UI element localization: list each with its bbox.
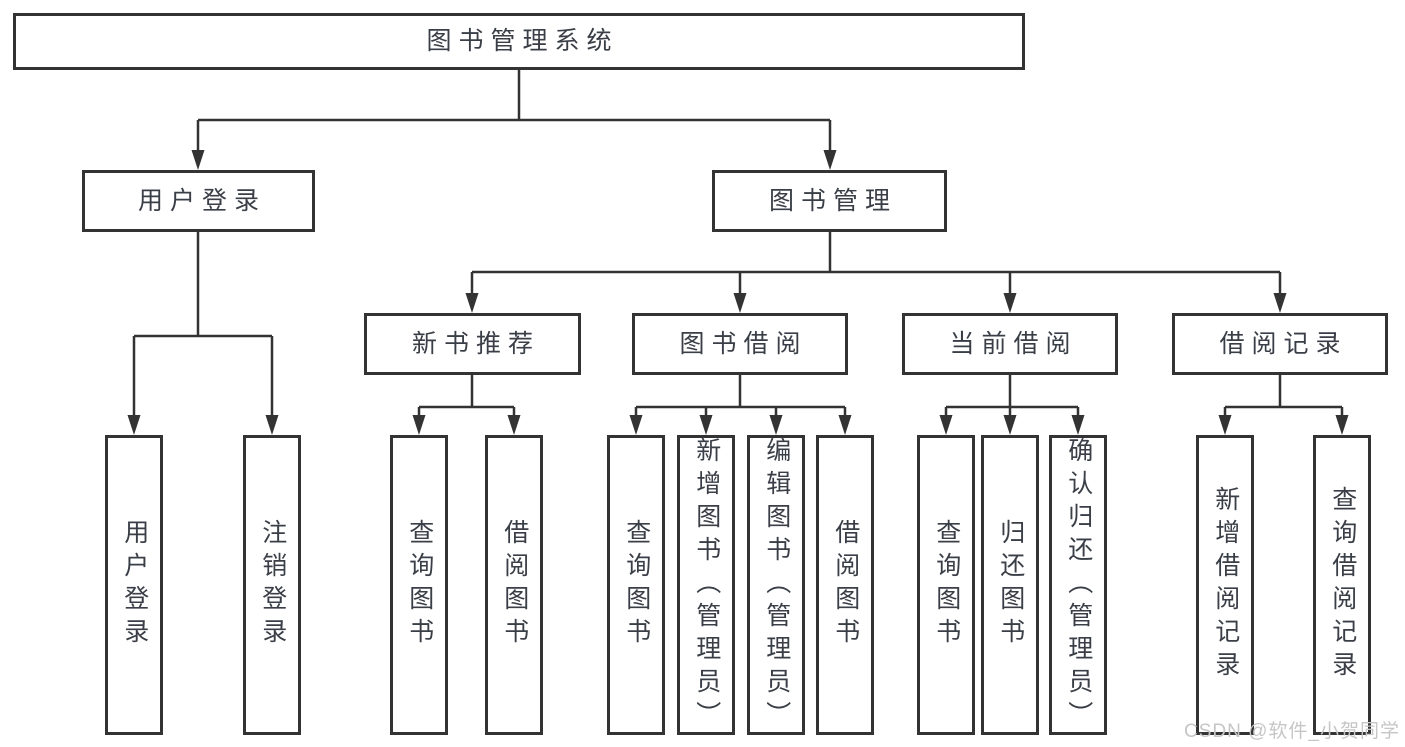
node-new-book-recommend: 新书推荐 (364, 313, 581, 375)
node-label: 查询借阅记录 (1328, 486, 1357, 684)
node-current-borrow: 当前借阅 (902, 313, 1118, 375)
leaf-edit-books-admin: 编辑图书（管理员） (747, 435, 805, 735)
node-book-management: 图书管理 (712, 170, 947, 232)
node-label: 确认归还（管理员） (1064, 436, 1093, 734)
node-label: 归还图书 (996, 519, 1025, 651)
node-library-management-system: 图书管理系统 (13, 13, 1025, 70)
node-label: 新增图书（管理员） (692, 436, 721, 734)
node-label: 查询图书 (405, 519, 434, 651)
node-label: 图书管理 (768, 186, 897, 215)
leaf-borrow-books-recommend: 借阅图书 (485, 435, 543, 735)
node-label: 查询图书 (622, 519, 651, 651)
arrowhead-icons (127, 150, 1349, 435)
node-label: 借阅图书 (500, 519, 529, 651)
node-label: 新书推荐 (411, 329, 540, 358)
leaf-query-books-recommend: 查询图书 (390, 435, 448, 735)
leaf-query-borrow-record: 查询借阅记录 (1313, 435, 1371, 735)
node-label: 查询图书 (932, 519, 961, 651)
node-label: 图书管理系统 (426, 27, 619, 55)
leaf-return-books: 归还图书 (981, 435, 1039, 735)
csdn-watermark: CSDN @软件_小贺同学 (1184, 721, 1400, 742)
leaf-borrow-books: 借阅图书 (816, 435, 874, 735)
leaf-user-login: 用户登录 (105, 435, 163, 735)
node-label: 用户登录 (137, 186, 266, 215)
node-label: 编辑图书（管理员） (762, 436, 791, 734)
node-label: 用户登录 (120, 519, 149, 651)
leaf-query-books-current: 查询图书 (917, 435, 975, 735)
node-label: 图书借阅 (679, 329, 808, 358)
node-label: 注销登录 (258, 519, 287, 651)
node-book-borrow: 图书借阅 (632, 313, 848, 375)
node-label: 借阅图书 (831, 519, 860, 651)
node-label: 当前借阅 (949, 329, 1078, 358)
leaf-add-books-admin: 新增图书（管理员） (677, 435, 735, 735)
leaf-add-borrow-record: 新增借阅记录 (1196, 435, 1254, 735)
node-borrow-records: 借阅记录 (1172, 313, 1388, 375)
leaf-confirm-return-admin: 确认归还（管理员） (1049, 435, 1107, 735)
leaf-logout: 注销登录 (243, 435, 301, 735)
node-label: 新增借阅记录 (1211, 486, 1240, 684)
node-user-login: 用户登录 (82, 170, 315, 232)
node-label: 借阅记录 (1219, 329, 1348, 358)
leaf-query-books-borrow: 查询图书 (607, 435, 665, 735)
